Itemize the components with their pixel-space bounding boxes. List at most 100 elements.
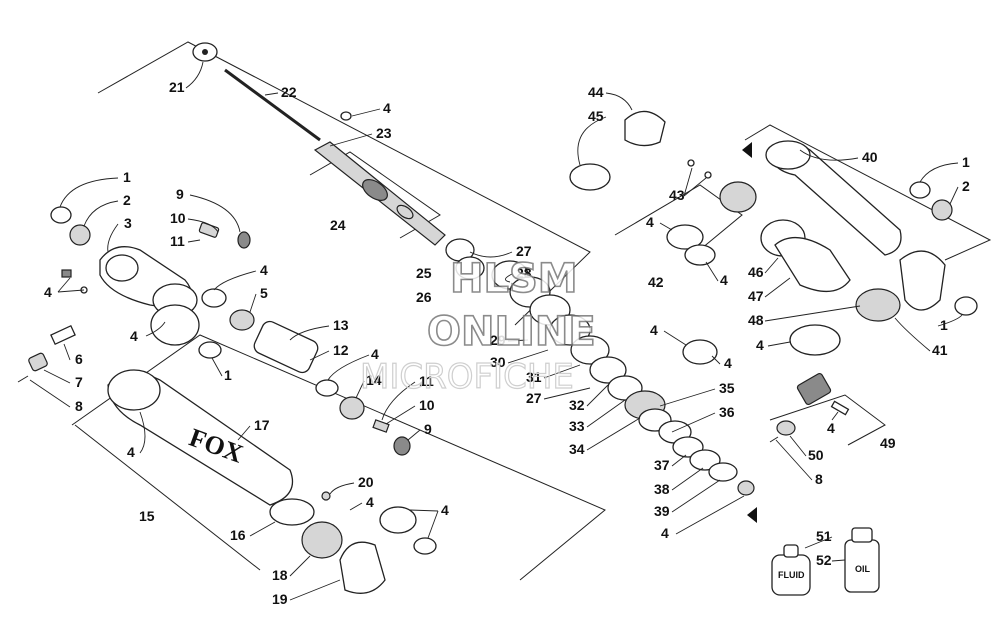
callout-9: 9 (176, 186, 184, 202)
part-26-washer (455, 256, 485, 280)
part-1-ring-right-b (954, 296, 978, 316)
callout-3: 3 (124, 215, 132, 231)
callout-10: 10 (170, 210, 186, 226)
part-31-shim (570, 335, 610, 365)
oil-bottle: OIL (844, 527, 880, 593)
callout-27: 27 (516, 243, 532, 259)
part-4-seal-b (413, 537, 437, 555)
part-4-ring-r2 (684, 244, 716, 266)
part-32-shim (589, 356, 627, 384)
part-49-valve-body (796, 372, 832, 406)
part-4-oring-b (315, 379, 339, 397)
callout-24: 24 (330, 217, 346, 233)
part-4-ring-top (340, 111, 352, 121)
part-16-ring (269, 498, 315, 526)
oil-label: OIL (855, 564, 871, 574)
callout-16: 16 (230, 527, 246, 543)
part-9-knob (393, 436, 411, 456)
upper-eye-and-head (50, 206, 255, 359)
reservoir-cap-assembly (569, 110, 757, 266)
callout-35: 35 (719, 380, 735, 396)
part-7-cap (28, 352, 48, 372)
part-4-spring-small (61, 269, 72, 278)
direction-arrow-bottom (747, 507, 757, 523)
part-5-bearing (229, 309, 255, 331)
valve-assembly (769, 372, 850, 443)
callout-9: 9 (424, 421, 432, 437)
callout-numbers: 1 2 3 9 10 11 4 5 4 4 6 7 8 1 13 12 4 14… (44, 79, 970, 607)
part-10-knob (237, 231, 251, 249)
part-44-cap (624, 110, 666, 147)
watermark: HLSM ONLINE MICROFICHE (359, 255, 596, 397)
callout-7: 7 (75, 374, 83, 390)
callout-11: 11 (419, 373, 434, 389)
callout-40: 40 (862, 149, 878, 165)
watermark-line3: MICROFICHE (360, 357, 574, 397)
callout-4: 4 (371, 346, 379, 362)
part-1-ring-lower (198, 341, 222, 359)
callout-5: 5 (260, 285, 268, 301)
callout-50: 50 (808, 447, 824, 463)
part-38-shim (689, 449, 721, 471)
part-2-bushing-right (931, 199, 953, 221)
part-39-shim (708, 462, 738, 482)
callout-15: 15 (139, 508, 155, 524)
callout-4: 4 (724, 355, 732, 371)
part-4-nut (737, 480, 755, 496)
callout-46: 46 (748, 264, 764, 280)
part-47-bladder (774, 237, 851, 292)
callout-10: 10 (419, 397, 435, 413)
callout-14: 14 (366, 372, 382, 388)
part-18-bumper (301, 521, 343, 559)
callout-51: 51 (816, 528, 832, 544)
callout-23: 23 (376, 125, 392, 141)
part-8-screw (17, 375, 29, 383)
callout-4: 4 (44, 284, 52, 300)
callout-48: 48 (748, 312, 764, 328)
part-20-small (321, 491, 331, 501)
fluid-label: FLUID (778, 570, 805, 580)
callout-29: 29 (490, 332, 506, 348)
part-4-oring-large (789, 324, 841, 356)
part-12-sleeve (253, 320, 319, 374)
callout-34: 34 (569, 441, 585, 457)
part-11-screw-b (372, 419, 390, 433)
callout-2: 2 (123, 192, 131, 208)
leader-lines (29, 61, 963, 601)
part-50-cap (776, 420, 796, 436)
callout-2: 2 (962, 178, 970, 194)
watermark-line1: HLSM (450, 256, 578, 302)
part-43-valve (719, 181, 757, 213)
callout-4: 4 (661, 525, 669, 541)
callout-22: 22 (281, 84, 297, 100)
callout-38: 38 (654, 481, 670, 497)
bracket-body-lower (74, 424, 261, 571)
part-48-cap (855, 288, 901, 322)
part-14-piston (339, 396, 365, 420)
callout-47: 47 (748, 288, 764, 304)
callout-19: 19 (272, 591, 288, 607)
callout-8: 8 (815, 471, 823, 487)
shaft-assembly (192, 42, 446, 246)
bracket-reservoir (744, 124, 992, 261)
callout-42: 42 (648, 274, 664, 290)
callout-41: 41 (932, 342, 948, 358)
callout-4: 4 (646, 214, 654, 230)
callout-12: 12 (333, 342, 349, 358)
callout-31: 31 (526, 369, 542, 385)
callout-49: 49 (880, 435, 896, 451)
callout-26: 26 (416, 289, 432, 305)
part-2-bushing (69, 224, 91, 246)
callout-52: 52 (816, 552, 832, 568)
left-shock-body: FOX (107, 369, 386, 594)
callout-4: 4 (756, 337, 764, 353)
left-small-parts (17, 269, 88, 383)
part-4-oring-head (150, 304, 200, 346)
part-1-snap-ring (50, 206, 72, 224)
callout-4: 4 (650, 322, 658, 338)
callout-28: 28 (516, 265, 532, 281)
callout-44: 44 (588, 84, 604, 100)
callout-17: 17 (254, 417, 270, 433)
part-6-pin (50, 324, 76, 346)
part-8-screw-right (769, 436, 779, 443)
